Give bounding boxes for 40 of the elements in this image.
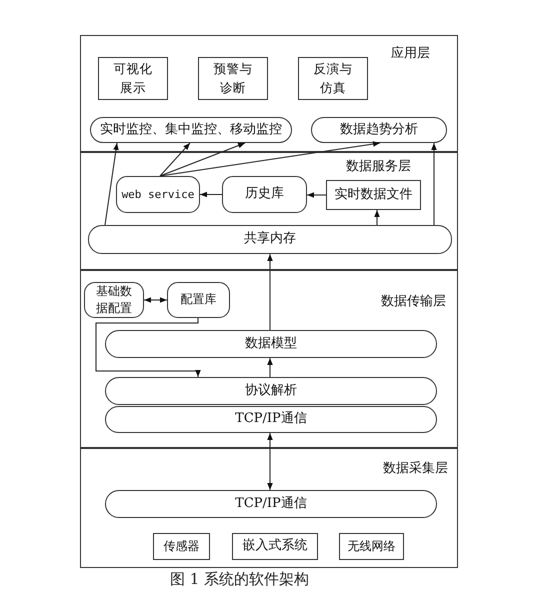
layer-label: 数据采集层 [383, 460, 448, 478]
arrow [306, 192, 326, 198]
module-box: 嵌入式系统 [232, 533, 318, 560]
layer-band [80, 35, 458, 152]
module-box: 配置库 [167, 282, 230, 318]
layer-bar: 协议解析 [105, 377, 437, 405]
arrow [267, 358, 273, 378]
layer-band [80, 152, 458, 270]
arrow [160, 142, 246, 176]
arrow [160, 141, 380, 176]
arrow [144, 297, 168, 303]
layer-bar: 数据模型 [105, 330, 437, 358]
layer-bar: TCP/IP通信 [105, 406, 437, 433]
module-box: 传感器 [153, 533, 210, 560]
arrow [200, 192, 222, 198]
module-box: 无线网络 [339, 533, 404, 560]
layer-label: 数据传输层 [381, 293, 446, 311]
arrow [431, 142, 437, 226]
arrow [267, 254, 273, 330]
module-box: 历史库 [222, 176, 307, 213]
layer-band [80, 448, 458, 568]
arrow [104, 142, 119, 226]
arrow [374, 210, 380, 226]
module-box: 可视化展示 [98, 57, 168, 100]
layer-bar: 共享内存 [88, 225, 452, 254]
layer-bar: TCP/IP通信 [105, 490, 437, 518]
module-box: 反演与仿真 [298, 57, 368, 100]
arrow [160, 142, 190, 176]
arrow [267, 432, 273, 490]
module-box: web service [116, 176, 200, 213]
layer-band [80, 270, 458, 448]
layer-bar: 实时监控、集中监控、移动监控 [90, 117, 292, 143]
layer-label: 应用层 [391, 45, 430, 63]
module-box: 实时数据文件 [326, 180, 421, 210]
layer-label: 数据服务层 [346, 158, 411, 176]
module-box: 预警与诊断 [198, 57, 268, 100]
module-box: 基础数据配置 [84, 282, 144, 318]
arrow [96, 318, 201, 378]
caption: 图 1 系统的软件架构 [170, 570, 310, 589]
layer-bar: 数据趋势分析 [311, 117, 447, 143]
